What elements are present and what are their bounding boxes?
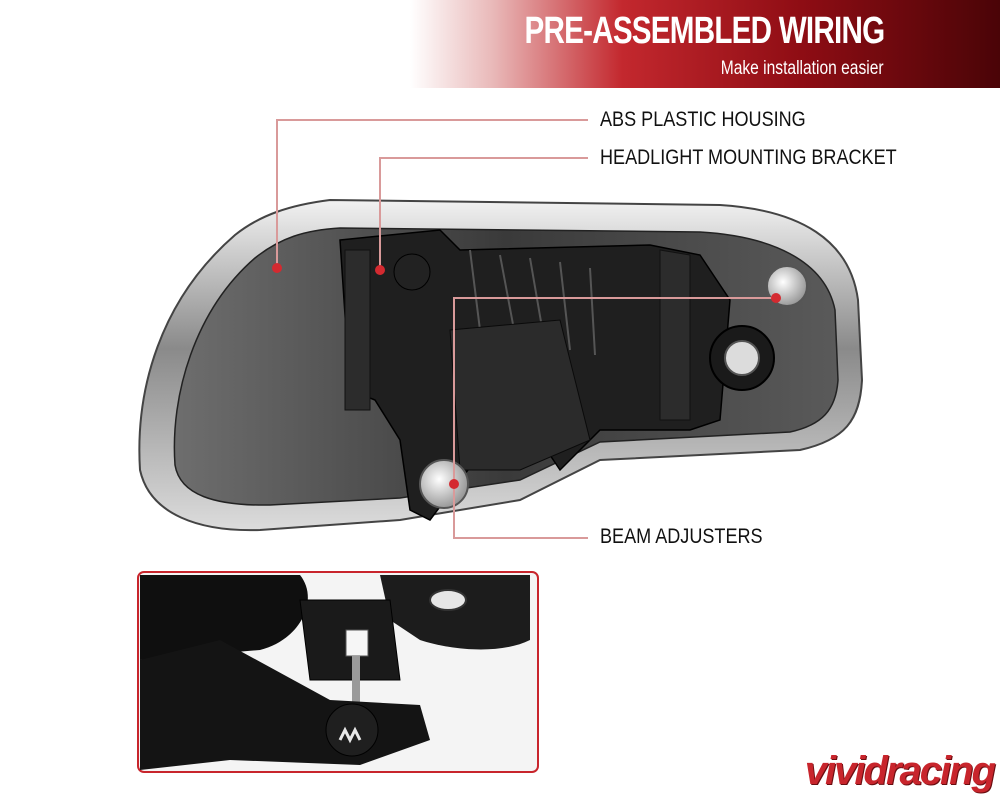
vividracing-logo: vividracing (804, 749, 996, 793)
housing-leader-line (276, 119, 588, 268)
callout-mounting-bracket: HEADLIGHT MOUNTING BRACKET (600, 146, 897, 169)
callout-abs-housing: ABS PLASTIC HOUSING (600, 108, 806, 131)
upper-adjuster-marker-dot (771, 293, 781, 303)
adjuster-leader-line-upper (453, 297, 776, 484)
mounting-bracket (339, 229, 731, 521)
bracket-marker-dot (375, 265, 385, 275)
callout-beam-adjusters: BEAM ADJUSTERS (600, 525, 763, 548)
banner-title: PRE-ASSEMBLED WIRING (524, 10, 885, 52)
banner-subtitle: Make installation easier (721, 58, 884, 79)
wiring-connector (393, 253, 431, 291)
adjuster-detail-inset (137, 571, 539, 773)
bracket-leader-line (379, 157, 588, 270)
lower-adjuster-marker-dot (449, 479, 459, 489)
adjuster-leader-line-lower (453, 484, 588, 539)
housing-marker-dot (272, 263, 282, 273)
beam-adjuster-screw (419, 459, 469, 509)
header-banner: PRE-ASSEMBLED WIRING Make installation e… (410, 0, 1000, 88)
bulb-socket-center (724, 340, 760, 376)
callout-leaders (276, 119, 776, 539)
